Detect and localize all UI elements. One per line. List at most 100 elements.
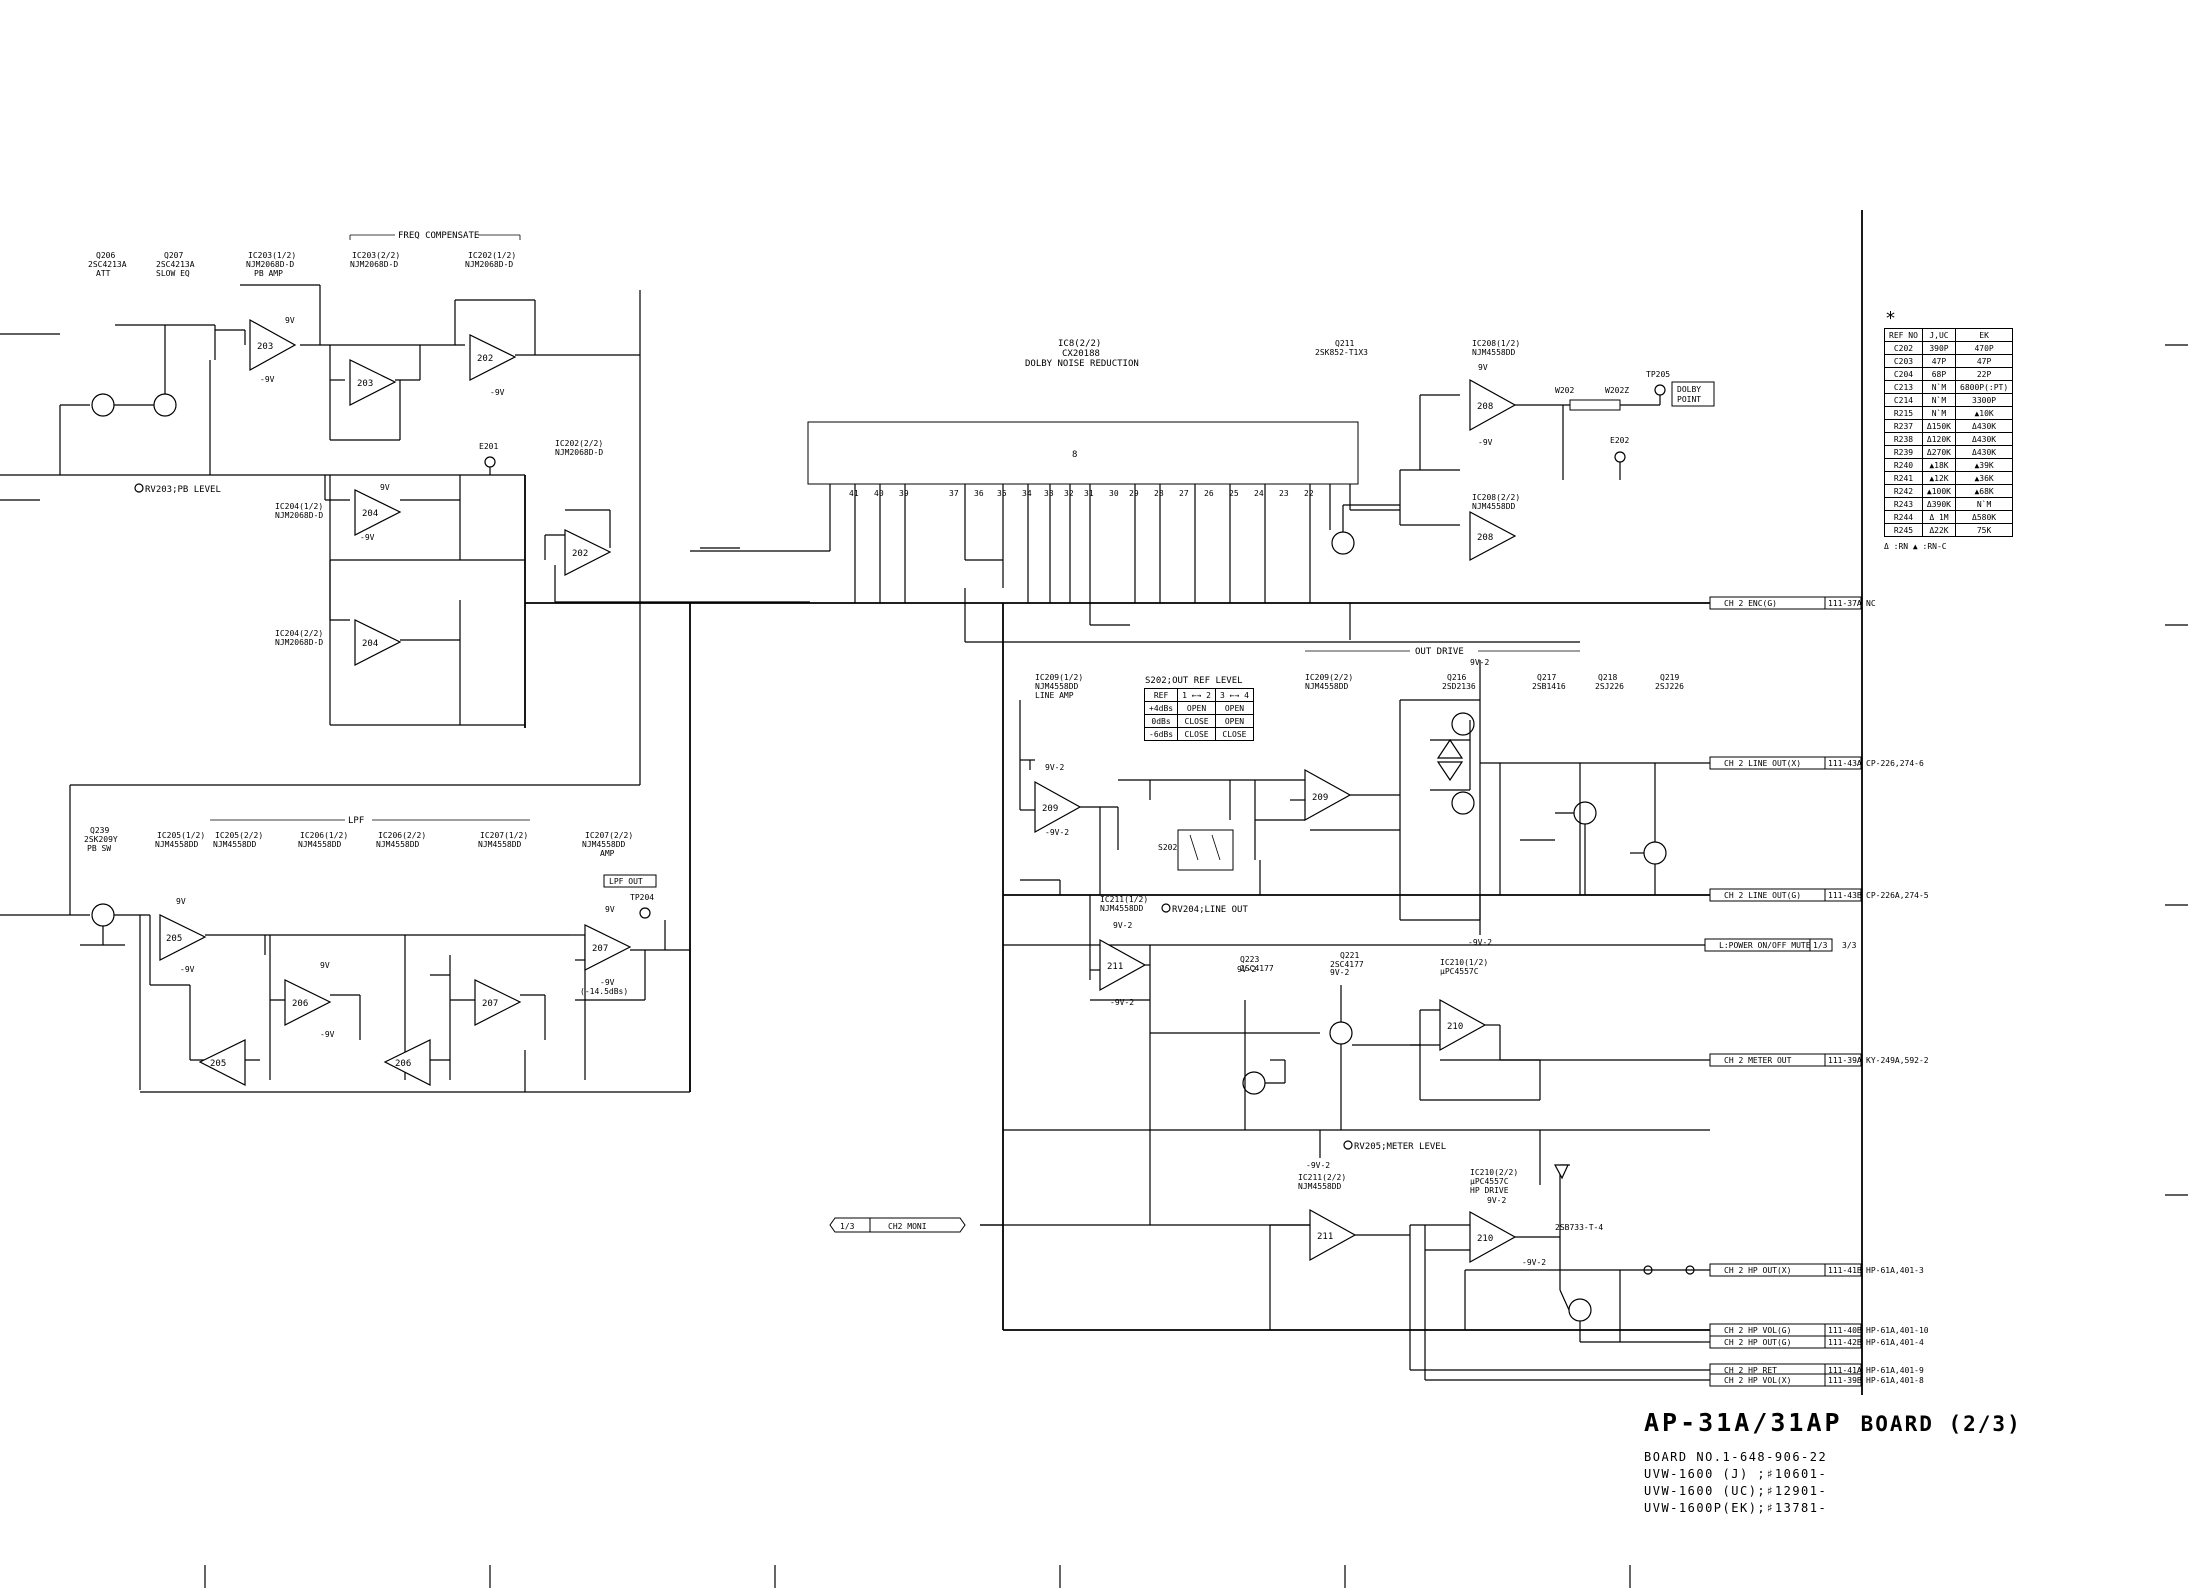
ref-table-cell: ▲36K bbox=[1954, 471, 2014, 485]
s202-cell: OPEN bbox=[1215, 701, 1254, 715]
ic8-pin-label: 35 bbox=[997, 489, 1007, 498]
svg-text:205: 205 bbox=[166, 934, 182, 944]
svg-text:210: 210 bbox=[1447, 1022, 1463, 1032]
hp-drive-section: 211 210 IC211(2/2) NJM4558DD IC210(2/2) … bbox=[980, 1130, 1710, 1381]
connector-pin: 111-39B bbox=[1828, 1376, 1862, 1385]
connector-label: CH 2 HP RET bbox=[1724, 1366, 1777, 1375]
svg-text:W202: W202 bbox=[1555, 386, 1574, 395]
svg-text:9V-2: 9V-2 bbox=[1045, 763, 1064, 772]
ic8-pin-label: 27 bbox=[1179, 489, 1189, 498]
svg-text:IC208(1/2): IC208(1/2) bbox=[1472, 339, 1520, 348]
svg-text:Q239: Q239 bbox=[90, 826, 109, 835]
svg-text:9V-2: 9V-2 bbox=[1113, 921, 1132, 930]
ic8-ref: IC8(2/2) bbox=[1058, 339, 1101, 349]
ref-table-cell: R242 bbox=[1884, 484, 1923, 498]
svg-text:IC207(2/2): IC207(2/2) bbox=[585, 831, 633, 840]
svg-text:2SK209Y: 2SK209Y bbox=[84, 835, 118, 844]
svg-text:IC204(1/2): IC204(1/2) bbox=[275, 502, 323, 511]
ref-table-cell: 390P bbox=[1921, 341, 1957, 355]
svg-text:2SJ226: 2SJ226 bbox=[1655, 682, 1684, 691]
connector-pin: 111-43A bbox=[1828, 759, 1862, 768]
connector-pin: 111-42B bbox=[1828, 1338, 1862, 1347]
svg-text:-9V: -9V bbox=[1478, 438, 1493, 447]
svg-text:IC210(2/2): IC210(2/2) bbox=[1470, 1168, 1518, 1177]
ref-table-cell: Δ430K bbox=[1954, 432, 2014, 446]
ref-table-cell: Δ22K bbox=[1921, 523, 1957, 537]
e201-testpoint: E201 bbox=[479, 442, 498, 475]
ref-table-cell: ▲18K bbox=[1921, 458, 1957, 472]
svg-text:204: 204 bbox=[362, 509, 378, 519]
svg-text:Q219: Q219 bbox=[1660, 673, 1679, 682]
svg-text:-9V-2: -9V-2 bbox=[1110, 998, 1134, 1007]
ref-table-cell: 68P bbox=[1921, 367, 1957, 381]
svg-text:202: 202 bbox=[477, 354, 493, 364]
svg-text:211: 211 bbox=[1317, 1232, 1333, 1242]
ic8-pin-label: 32 bbox=[1064, 489, 1074, 498]
ic8-pin-label: 28 bbox=[1154, 489, 1164, 498]
svg-text:IC207(1/2): IC207(1/2) bbox=[480, 831, 528, 840]
ref-table-cell: R243 bbox=[1884, 497, 1923, 511]
svg-text:Q221: Q221 bbox=[1340, 951, 1359, 960]
s202-cell: +4dBs bbox=[1143, 701, 1179, 715]
ref-table-row: R240▲18K▲39K bbox=[1884, 458, 2014, 472]
ch2-moni-input: 1/3 CH2 MONI bbox=[829, 1217, 966, 1233]
page-frame bbox=[204, 210, 2188, 1588]
lpf-label: LPF bbox=[348, 816, 364, 826]
svg-text:2SC4213A: 2SC4213A bbox=[156, 260, 195, 269]
s202-cell: OPEN bbox=[1215, 714, 1254, 728]
ic8-pin-label: 41 bbox=[849, 489, 859, 498]
ref-table-cell: N`M bbox=[1921, 406, 1957, 420]
ic8-pin-label: 24 bbox=[1254, 489, 1264, 498]
svg-text:-9V: -9V bbox=[490, 388, 505, 397]
s202-cell: OPEN bbox=[1177, 701, 1216, 715]
q211-ic208: 208 208 TP205 DOLBY POINT W202 W202Z E20… bbox=[1331, 363, 1715, 561]
ref-table-cell: Δ580K bbox=[1954, 510, 2014, 524]
model-number: AP-31A/31AP bbox=[1644, 1408, 1843, 1437]
ref-table-cell: N`M bbox=[1921, 380, 1957, 394]
svg-text:202: 202 bbox=[572, 549, 588, 559]
s202-cell: CLOSE bbox=[1215, 727, 1254, 741]
svg-text:LPF OUT: LPF OUT bbox=[609, 877, 643, 886]
svg-text:IC202(2/2): IC202(2/2) bbox=[555, 439, 603, 448]
connector-destination: HP-61A,401-9 bbox=[1866, 1366, 1924, 1375]
svg-text:2SC4177: 2SC4177 bbox=[1330, 960, 1364, 969]
svg-text:NJM4558DD: NJM4558DD bbox=[376, 840, 420, 849]
svg-text:-9V-2: -9V-2 bbox=[1468, 938, 1492, 947]
svg-text:NJM2068D-D: NJM2068D-D bbox=[275, 511, 323, 520]
svg-text:IC202(1/2): IC202(1/2) bbox=[468, 251, 516, 260]
top-component-labels: Q206 2SC4213A ATT Q207 2SC4213A SLOW EQ … bbox=[88, 251, 1520, 647]
connector-pin-box bbox=[1824, 756, 1862, 770]
connector-label: CH 2 LINE OUT(G) bbox=[1724, 891, 1801, 900]
s202-cell: 1 ←→ 2 bbox=[1177, 688, 1216, 702]
ref-table-cell: R245 bbox=[1884, 523, 1923, 537]
ic8-periphery bbox=[690, 484, 1400, 640]
rv205-label: RV205;METER LEVEL bbox=[1354, 1142, 1446, 1152]
connector-destination: CP-226A,274-5 bbox=[1866, 891, 1929, 900]
connector-pin-box bbox=[1824, 1335, 1862, 1349]
svg-text:206: 206 bbox=[292, 999, 308, 1009]
connector-destination: NC bbox=[1866, 599, 1876, 608]
s202-cell: 3 ←→ 4 bbox=[1215, 688, 1254, 702]
s202-cell: 0dBs bbox=[1143, 714, 1179, 728]
svg-text:IC203(2/2): IC203(2/2) bbox=[352, 251, 400, 260]
svg-text:NJM4558DD: NJM4558DD bbox=[1100, 904, 1144, 913]
meter-section: 211 210 IC211(1/2) NJM4558DD Q221 2SC417… bbox=[1003, 895, 1710, 1200]
svg-text:-9V-2: -9V-2 bbox=[1306, 1161, 1330, 1170]
ref-table-cell: 22P bbox=[1954, 367, 2014, 381]
ref-table-cell: R240 bbox=[1884, 458, 1923, 472]
svg-text:μPC4557C: μPC4557C bbox=[1440, 967, 1479, 976]
ic8-part: CX20188 bbox=[1062, 349, 1100, 359]
svg-text:2SD2136: 2SD2136 bbox=[1442, 682, 1476, 691]
s202-ref: S202 bbox=[1158, 843, 1177, 852]
svg-text:IC206(2/2): IC206(2/2) bbox=[378, 831, 426, 840]
ic8-pin-label: 31 bbox=[1084, 489, 1094, 498]
svg-text:Q211: Q211 bbox=[1335, 339, 1354, 348]
svg-text:8: 8 bbox=[1072, 450, 1077, 460]
